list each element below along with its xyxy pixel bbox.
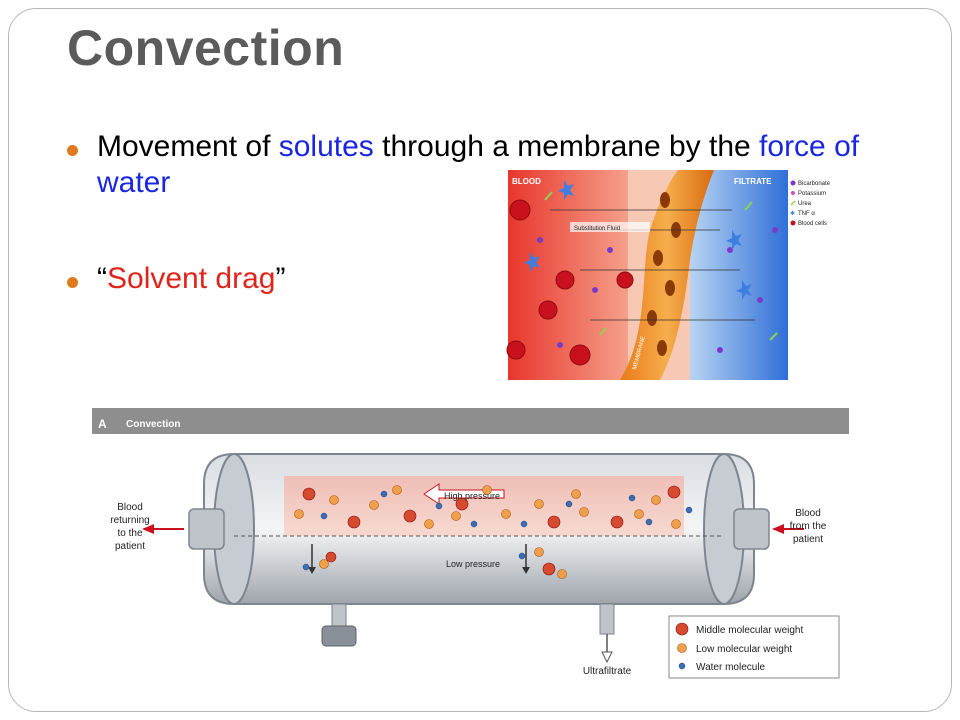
right-label-line2: from the	[790, 521, 827, 532]
highlight-solutes: solutes	[278, 130, 374, 163]
bullet-list: Movement of solutes through a membrane b…	[67, 129, 867, 297]
bullet-item-solvent-drag: “Solvent drag”	[67, 261, 867, 297]
low-pressure-label: Low pressure	[446, 559, 500, 569]
bullet-dot-icon	[67, 145, 78, 156]
legend-urea: Urea	[798, 201, 812, 207]
legend-water-molecule: Water molecule	[696, 662, 766, 673]
panel-letter: A	[98, 417, 107, 431]
highlight-solvent-drag: Solvent drag	[107, 262, 276, 295]
right-label-line3: patient	[793, 534, 823, 545]
ultrafiltrate-label: Ultrafiltrate	[583, 666, 632, 677]
left-label-line1: Blood	[117, 502, 143, 513]
filtrate-label: FILTRATE	[734, 177, 772, 186]
bullet-dot-icon	[67, 277, 78, 288]
legend-blood-cells: Blood cells	[798, 221, 827, 227]
close-quote: ”	[275, 262, 286, 295]
tnf-icon: ✱	[790, 210, 795, 217]
dialyzer-convection-illustration: A Convection High pre	[92, 404, 849, 689]
left-label-line2: returning	[110, 515, 149, 526]
left-label-line4: patient	[115, 541, 145, 552]
open-quote: “	[97, 262, 107, 295]
legend-tnf: TNF α	[798, 211, 815, 217]
legend-middle-molecular-weight: Middle molecular weight	[696, 625, 803, 636]
bullet-text: through a membrane by the	[373, 130, 760, 163]
high-pressure-label: High pressure	[444, 491, 500, 501]
substitution-fluid-label: Substitution Fluid	[574, 226, 620, 232]
bullet-text: Movement of	[97, 130, 279, 163]
right-label-line1: Blood	[795, 508, 821, 519]
legend-bicarbonate: Bicarbonate	[798, 181, 831, 187]
panel-title: Convection	[126, 419, 180, 430]
blood-label: BLOOD	[512, 177, 541, 186]
slide-title: Convection	[67, 20, 345, 76]
bullet-item-convection-definition: Movement of solutes through a membrane b…	[67, 129, 887, 201]
highlight-force-of-water: force of water	[97, 130, 860, 199]
membrane-illustration: BLOOD FILTRATE Substitution Fluid MEMBRA…	[506, 170, 840, 380]
legend-potassium: Potassium	[798, 191, 826, 197]
left-label-line3: to the	[117, 528, 142, 539]
legend-low-molecular-weight: Low molecular weight	[696, 644, 792, 655]
